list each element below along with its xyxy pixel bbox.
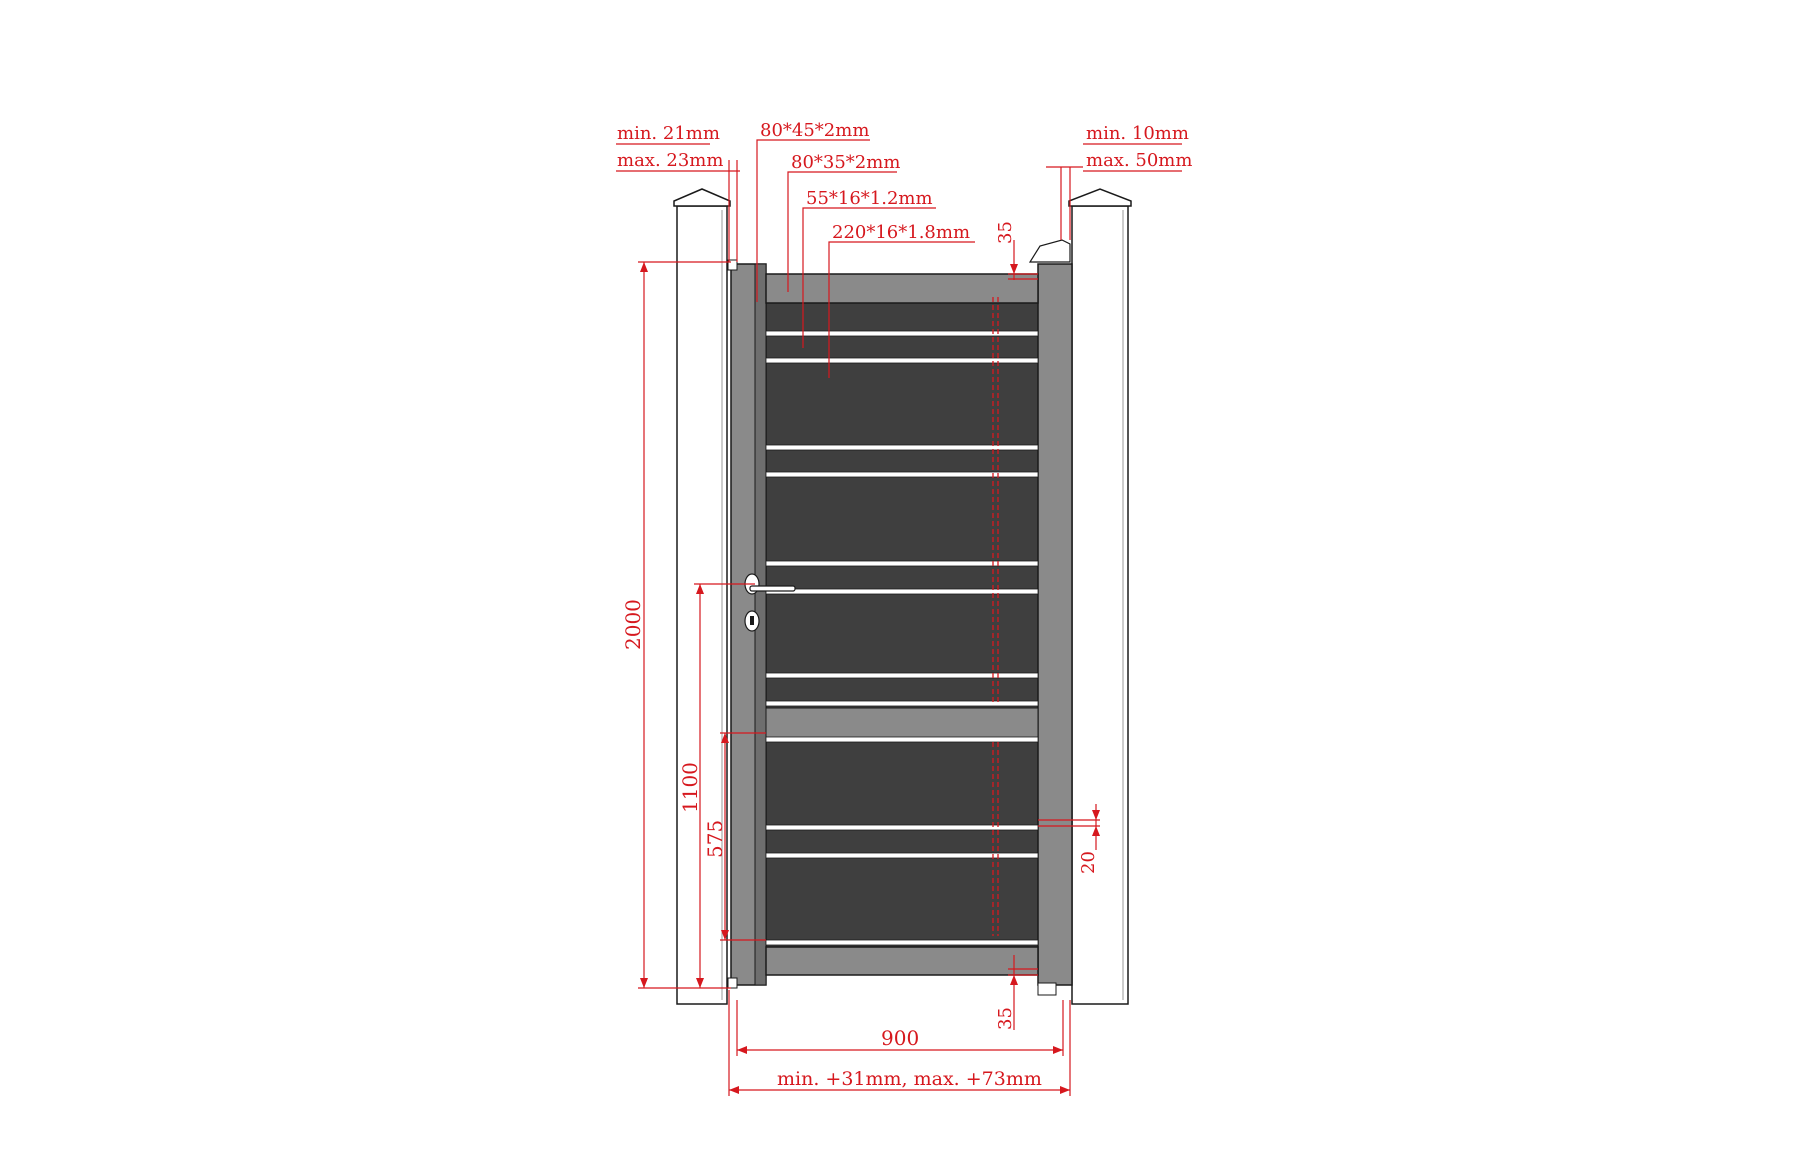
latch-striker xyxy=(1028,239,1071,263)
arrow xyxy=(1092,826,1100,836)
profile-outer-frame-label: 80*45*2mm xyxy=(760,120,869,141)
leader-infill xyxy=(828,241,975,378)
slat xyxy=(765,852,1039,859)
handle-lever xyxy=(749,585,796,592)
leader-outer-frame xyxy=(756,139,870,302)
right-post-cap xyxy=(1068,188,1132,207)
profile-infill-plank-label: 220*16*1.8mm xyxy=(832,222,970,243)
slat xyxy=(765,471,1039,478)
arrow xyxy=(696,584,704,594)
dim-handle-height-label: 1100 xyxy=(678,762,702,813)
arrow xyxy=(640,262,648,272)
profile-top-rail-label: 80*35*2mm xyxy=(791,152,900,173)
arrow xyxy=(640,978,648,988)
arrow xyxy=(721,930,729,940)
slat xyxy=(765,736,1039,743)
leader-slat xyxy=(802,207,936,348)
slat xyxy=(765,588,1039,595)
slat xyxy=(765,357,1039,364)
slat xyxy=(765,444,1039,451)
dim-top-35-label: 35 xyxy=(995,221,1016,244)
bottom-rail xyxy=(765,946,1039,976)
dim-total-gap-label: min. +31mm, max. +73mm xyxy=(777,1068,1042,1090)
arrow xyxy=(1053,1046,1063,1054)
slat xyxy=(765,330,1039,337)
gate-panel-background xyxy=(765,275,1039,973)
left-post xyxy=(673,188,731,1005)
dim-bottom-35-label: 35 xyxy=(995,1007,1016,1030)
arrow xyxy=(729,1086,739,1094)
slats xyxy=(765,330,1039,946)
dim-lower-section-label: 575 xyxy=(703,820,727,858)
dimension-arrows xyxy=(640,262,1100,1094)
top-rail xyxy=(765,273,1039,304)
latch-gap-min-label: min. 10mm xyxy=(1086,123,1189,144)
dim-width-label: 900 xyxy=(881,1026,919,1050)
right-post-body xyxy=(1071,205,1129,1005)
left-post-cap xyxy=(673,188,731,207)
profile-slat-label: 55*16*1.2mm xyxy=(806,188,933,209)
arrow xyxy=(696,978,704,988)
leader-top-rail xyxy=(787,171,897,292)
slat xyxy=(765,939,1039,946)
gate xyxy=(727,239,1073,996)
middle-rail xyxy=(765,707,1039,739)
arrow xyxy=(721,733,729,743)
bottom-hinge xyxy=(727,977,738,989)
slat xyxy=(765,700,1039,707)
lock-keyhole xyxy=(750,616,754,625)
ground-stop xyxy=(1037,982,1057,996)
internal-reinforcement-lines xyxy=(992,297,999,936)
arrow xyxy=(1010,975,1018,985)
right-stile xyxy=(1037,263,1073,986)
dim-height-label: 2000 xyxy=(621,599,645,650)
arrow xyxy=(1060,1086,1070,1094)
top-hinge xyxy=(727,259,738,271)
slat xyxy=(765,672,1039,679)
hinge-gap-max-label: max. 23mm xyxy=(617,150,723,171)
left-post-body xyxy=(676,205,728,1005)
latch-gap-max-label: max. 50mm xyxy=(1086,150,1192,171)
dimension-labels: min. 21mm max. 23mm min. 10mm max. 50mm … xyxy=(617,120,1192,1090)
hinge-gap-min-label: min. 21mm xyxy=(617,123,720,144)
right-post xyxy=(1068,188,1132,1005)
arrow xyxy=(1010,264,1018,274)
slat xyxy=(765,824,1039,831)
dimensions xyxy=(616,139,1182,1096)
arrow xyxy=(737,1046,747,1054)
dim-side-20-label: 20 xyxy=(1078,851,1099,874)
slat xyxy=(765,560,1039,567)
arrow xyxy=(1092,810,1100,820)
